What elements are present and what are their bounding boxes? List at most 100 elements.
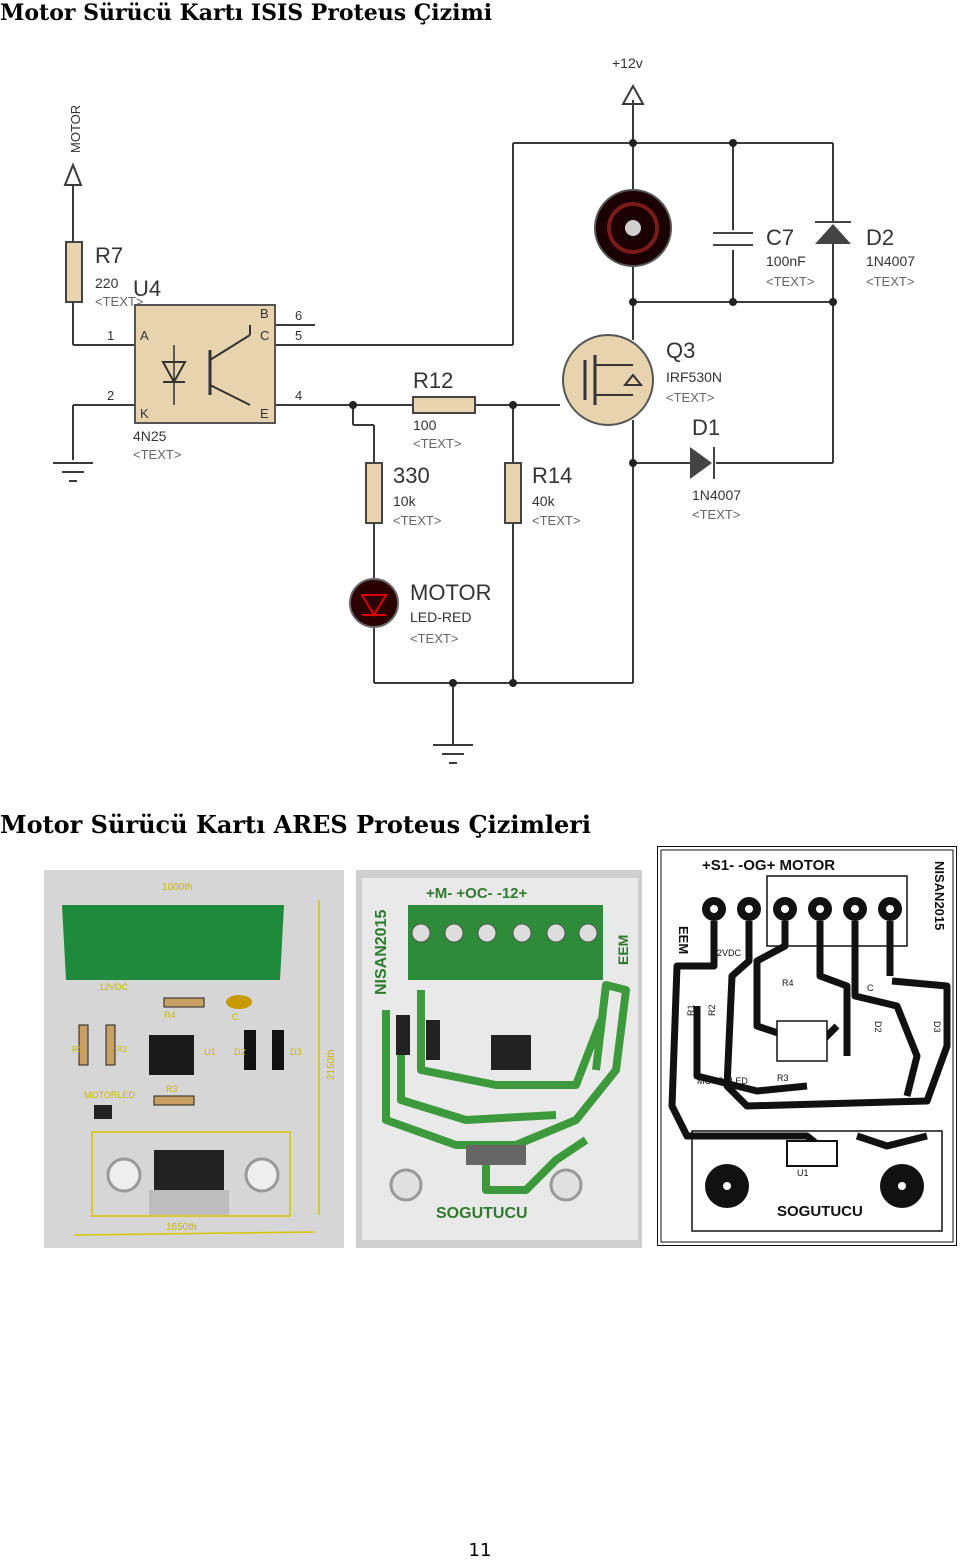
u4-pin-1: 1 xyxy=(107,328,114,343)
d2-ref: D2 xyxy=(866,225,894,250)
ic-u1 xyxy=(149,1035,194,1075)
ic-u1 xyxy=(491,1035,531,1070)
led-connector xyxy=(94,1105,112,1119)
r12-text: <TEXT> xyxy=(413,436,461,451)
r7-text: <TEXT> xyxy=(95,294,143,309)
label-r3: R3 xyxy=(166,1084,178,1094)
u4-pin-b: B xyxy=(260,306,269,321)
diode-d2 xyxy=(244,1030,256,1070)
u4-value: 4N25 xyxy=(133,428,167,444)
u4-pin-2: 2 xyxy=(107,388,114,403)
pcb-3d-view: 1000th 2150th 1650th 12VDC R4 C U1 D2 D3… xyxy=(44,870,344,1248)
bottom-text: SOGUTUCU xyxy=(777,1203,863,1220)
label-r2: R2 xyxy=(707,1004,717,1016)
side-text: NISAN2015 xyxy=(373,910,390,995)
q3-ref: Q3 xyxy=(666,338,695,363)
label-d2: D2 xyxy=(873,1021,883,1033)
r330-value: 10k xyxy=(393,493,417,509)
u4-pin-k: K xyxy=(140,406,149,421)
u4-pin-6: 6 xyxy=(295,308,302,323)
motor-terminal-label: MOTOR xyxy=(68,105,83,153)
r14-ref: R14 xyxy=(532,463,572,488)
label-d3: D3 xyxy=(932,1021,942,1033)
diode-d2 xyxy=(396,1015,410,1055)
d2-text: <TEXT> xyxy=(866,274,914,289)
led-value: LED-RED xyxy=(410,609,471,625)
label-r4: R4 xyxy=(164,1010,176,1020)
r12-value: 100 xyxy=(413,417,437,433)
pcb-bw-layout: +S1- -OG+ MOTOR EEM NISAN2015 12VDC R4 R… xyxy=(657,846,957,1246)
label-u1: U1 xyxy=(204,1047,216,1057)
d2-value: 1N4007 xyxy=(866,253,915,269)
resistor-330 xyxy=(365,462,383,524)
label-r2: R2 xyxy=(117,1045,128,1054)
power-label: +12v xyxy=(612,55,643,71)
capacitor-c xyxy=(226,995,252,1009)
r7-ref: R7 xyxy=(95,243,123,268)
r330-text: <TEXT> xyxy=(393,513,441,528)
label-motorled: MOTORLED xyxy=(84,1090,135,1100)
mosfet-q3-icon xyxy=(562,334,654,426)
r7-value: 220 xyxy=(95,275,119,291)
led-red-icon xyxy=(349,578,399,628)
connector-text: +M- +OC- -12+ xyxy=(426,885,528,902)
section-title-isis: Motor Sürücü Kartı ISIS Proteus Çizimi xyxy=(0,0,493,26)
dim-bottom: 1650th xyxy=(166,1222,197,1233)
diode-d3 xyxy=(426,1020,440,1060)
label-u1: U1 xyxy=(797,1168,809,1178)
page-number: 11 xyxy=(468,1540,492,1561)
mount-hole xyxy=(549,1168,583,1202)
d1-value: 1N4007 xyxy=(692,487,741,503)
top-text: +S1- -OG+ MOTOR xyxy=(702,857,835,874)
u4-ref: U4 xyxy=(133,276,161,301)
label-motorled: MOTORLED xyxy=(697,1076,748,1086)
u4-pin-e: E xyxy=(260,406,269,421)
ground-icon xyxy=(53,462,93,482)
resistor-r12 xyxy=(412,396,476,414)
motor-terminal-icon xyxy=(63,162,83,186)
u4-pin-5: 5 xyxy=(295,328,302,343)
dim-top: 1000th xyxy=(162,882,193,893)
side-left-text: EEM xyxy=(676,926,691,954)
regulator-pads xyxy=(466,1145,526,1165)
label-d3: D3 xyxy=(290,1047,302,1057)
dim-side: 2150th xyxy=(326,1049,337,1080)
c7-ref: C7 xyxy=(766,225,794,250)
label-r1: R1 xyxy=(686,1004,696,1016)
diode-d2-icon xyxy=(815,221,851,244)
mount-hole xyxy=(244,1157,280,1193)
resistor-r7 xyxy=(65,241,83,303)
label-r1: R1 xyxy=(72,1045,83,1054)
label-12vdc: 12VDC xyxy=(99,982,129,992)
capacitor-c7 xyxy=(713,232,753,246)
label-r3: R3 xyxy=(777,1073,789,1083)
c7-text: <TEXT> xyxy=(766,274,814,289)
motor-icon xyxy=(594,189,672,267)
label-12vdc: 12VDC xyxy=(712,948,742,958)
r14-text: <TEXT> xyxy=(532,513,580,528)
heatsink-tab xyxy=(149,1190,229,1215)
optocoupler-u4 xyxy=(134,304,276,424)
pcb-green-view: NISAN2015 +M- +OC- -12+ EEM SOGUTUCU xyxy=(356,870,642,1248)
bottom-text: SOGUTUCU xyxy=(436,1205,528,1222)
c7-value: 100nF xyxy=(766,253,806,269)
section-title-ares: Motor Sürücü Kartı ARES Proteus Çizimler… xyxy=(0,810,591,839)
resistor-r14 xyxy=(504,462,522,524)
label-d2: D2 xyxy=(234,1047,246,1057)
mount-hole xyxy=(389,1168,423,1202)
ground-icon xyxy=(433,744,473,764)
side-right-text: NISAN2015 xyxy=(932,861,947,930)
r330-ref: 330 xyxy=(393,463,430,488)
label-c: C xyxy=(867,983,874,993)
regulator-body xyxy=(154,1150,224,1190)
led-ref: MOTOR xyxy=(410,580,491,605)
d1-ref: D1 xyxy=(692,415,720,440)
terminal-block xyxy=(408,905,603,980)
d1-text: <TEXT> xyxy=(692,507,740,522)
u4-text: <TEXT> xyxy=(133,447,181,462)
u4-pin-c: C xyxy=(260,328,269,343)
diode-d1-icon xyxy=(690,447,715,479)
isis-schematic: +12v MOTOR R7 220 <TEXT> U4 A K B C E 1 … xyxy=(53,55,915,764)
mount-hole xyxy=(106,1157,142,1193)
u4-pin-4: 4 xyxy=(295,388,302,403)
